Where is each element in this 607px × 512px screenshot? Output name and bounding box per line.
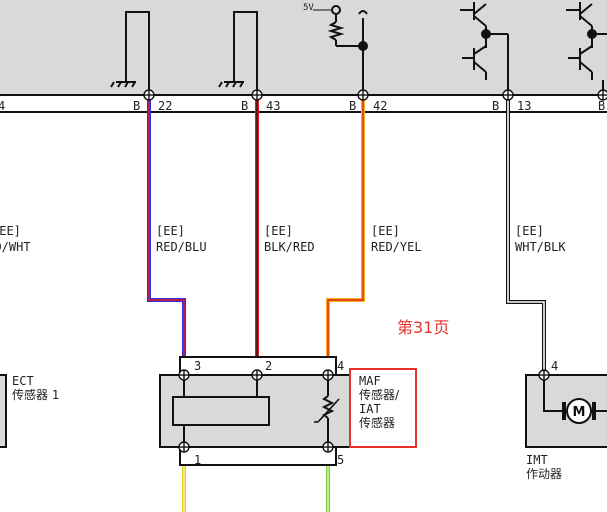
imt-pin-number: 4 [551,359,558,373]
wire-color-label: RED/YEL [371,240,422,254]
ecm-pin-number: 42 [373,99,387,113]
ect-sensor-label: 传感器 1 [12,387,59,402]
ecm-pin-number: 43 [266,99,280,113]
ect-sensor-box [0,374,7,448]
motor-icon: M [562,398,596,424]
ecm-pin-connector: B [598,99,605,113]
maf-pin-number: 1 [194,453,201,467]
wire-red-yel [326,95,365,375]
ecm-pin-number: 22 [158,99,172,113]
imt-actuator-label: 作动器 [526,467,562,481]
wire-harness-label: [EE] [371,224,400,238]
ecm-pin-number: 13 [517,99,531,113]
wire-harness-label: [EE] [156,224,185,238]
imt-actuator-label: IMT [526,453,548,467]
ecm-pin-connector: B [492,99,499,113]
supply-voltage-label: 5V [303,3,314,13]
ecm-box [0,0,607,113]
ecm-pin-connector: B [133,99,140,113]
wire-harness-label: [EE] [0,224,21,238]
wire-color-label: BLK/RED [264,240,315,254]
wire-wht-blk [506,95,546,375]
maf-callout-box [349,368,417,448]
motor-symbol: M [573,405,586,420]
ecm-transistor-stage-1 [460,2,509,95]
wire-harness-label: [EE] [515,224,544,238]
iat-sensor-label: IAT [359,402,381,416]
ecm-internal-circuit-3 [313,5,368,95]
ecm-transistor-stage-2 [566,2,607,95]
ecm-pin-connector: B [241,99,248,113]
wire-harness-label: [EE] [264,224,293,238]
ecm-internal-circuit-2 [218,11,258,95]
maf-pin-number: 2 [265,359,272,373]
wire-color-label: WHT/BLK [515,240,566,254]
maf-pin-number: 4 [337,359,344,373]
maf-sensor-label: 传感器/ [359,387,400,402]
ecm-terminal-markers [143,89,607,101]
maf-sensor-label: MAF [359,374,381,388]
maf-terminal-markers [178,369,334,453]
maf-pin-number: 3 [194,359,201,373]
wire-color-label: RED/BLU [156,240,207,254]
ecm-pin-number: 4 [0,99,5,113]
ecm-pin-connector: B [349,99,356,113]
ect-sensor-label: ECT [12,374,34,388]
wire-color-label: RED/WHT [0,240,31,254]
page-reference-note: 第31页 [397,318,449,337]
iat-sensor-label: 传感器 [359,415,395,430]
ecm-internal-circuit-1 [110,11,150,95]
wire-red-blu [147,95,186,375]
maf-pin-number: 5 [337,453,344,467]
